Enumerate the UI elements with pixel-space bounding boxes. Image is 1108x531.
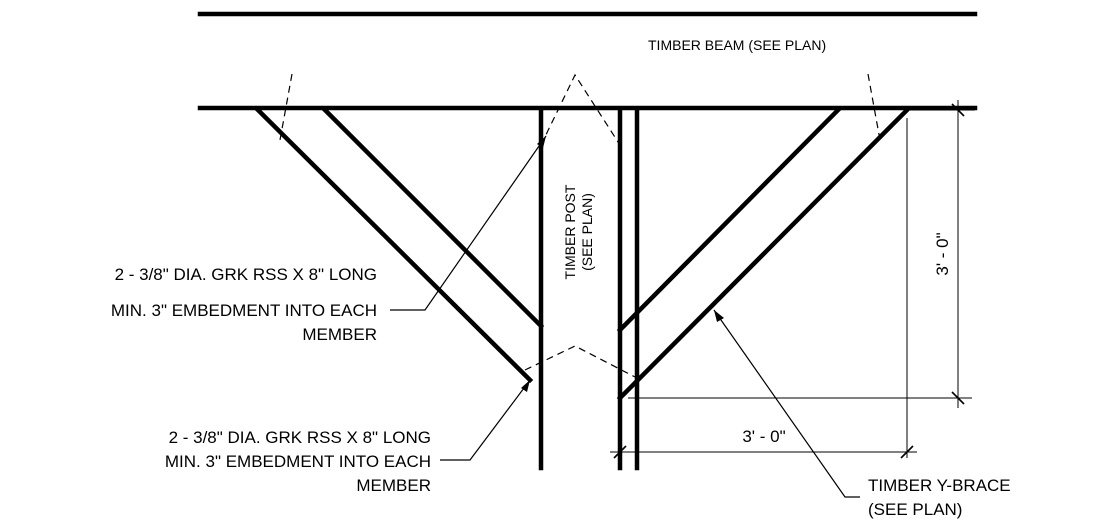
vertical-dimension-text: 3' - 0": [933, 232, 952, 275]
horizontal-dim-tick-right: [900, 445, 914, 459]
post-label-line1: TIMBER POST: [562, 184, 578, 279]
upper-fastener-leader: [390, 135, 547, 311]
horizontal-dim-tick-left: [613, 445, 627, 459]
upper-fastener-arrowhead: [537, 136, 546, 148]
right-brace-inner-edge: [616, 106, 842, 334]
post-label-line2: (SEE PLAN): [579, 193, 595, 271]
vertical-dim-tick-top: [951, 103, 965, 117]
left-brace-inner-edge: [321, 106, 545, 330]
upper-fastener-label-line3: MEMBER: [302, 325, 377, 344]
right-brace-outer-edge: [616, 106, 911, 402]
y-brace-leader: [713, 309, 860, 498]
horizontal-dimension-text: 3' - 0": [742, 427, 785, 446]
left-brace-outer-edge: [254, 106, 534, 384]
lower-fastener-leader: [440, 379, 531, 461]
upper-fastener-label-line1: 2 - 3/8" DIA. GRK RSS X 8" LONG: [115, 265, 377, 284]
lower-fastener-label-line3: MEMBER: [356, 476, 431, 495]
lower-fastener-arrowhead: [521, 380, 530, 392]
upper-fastener-label-line2: MIN. 3" EMBEDMENT INTO EACH: [111, 301, 377, 320]
hidden-line-post-crotch: [524, 345, 638, 379]
beam-label: TIMBER BEAM (SEE PLAN): [648, 37, 826, 53]
lower-fastener-label-line1: 2 - 3/8" DIA. GRK RSS X 8" LONG: [169, 428, 431, 447]
y-brace-label-line1: TIMBER Y-BRACE: [868, 476, 1011, 495]
vertical-dim-tick-bottom: [951, 391, 965, 405]
y-brace-label-line2: (SEE PLAN): [868, 500, 962, 519]
y-brace-arrowhead: [714, 310, 724, 322]
lower-fastener-label-line2: MIN. 3" EMBEDMENT INTO EACH: [165, 452, 431, 471]
hidden-line-post-top: [540, 73, 621, 146]
